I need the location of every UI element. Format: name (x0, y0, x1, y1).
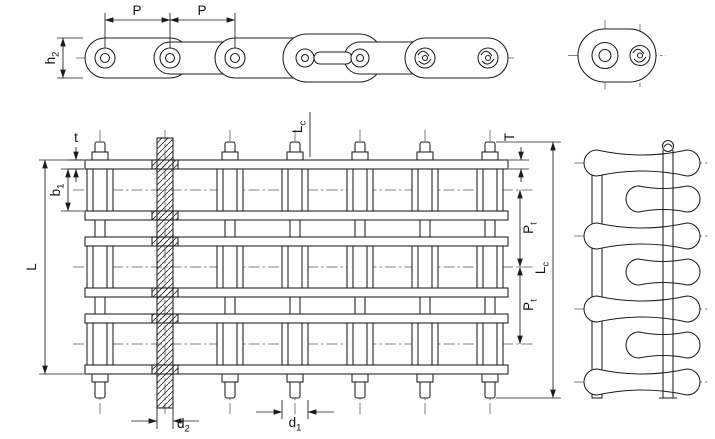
outer-plates (583, 149, 701, 396)
dim-label-d1: d1 (289, 415, 302, 434)
dim-label-Pt-upper: Pt (521, 222, 540, 234)
dim-label-Pt-lower: Pt (521, 299, 540, 311)
dim-label-d2: d2 (177, 416, 190, 435)
right-pin-column (659, 150, 677, 399)
cotter-pin-icon (477, 47, 499, 69)
cotter-pin-icon (661, 139, 675, 153)
dim-pitch: P P (104, 3, 236, 48)
dim-plate-thickness-T: T (502, 133, 529, 182)
dim-label-h2: h2 (43, 52, 62, 65)
dim-label-Lc-right: Lc (533, 262, 552, 275)
left-pin-column (591, 151, 603, 399)
dim-pin-diameter-d2: d2 (131, 408, 199, 435)
dim-label-T: T (502, 133, 517, 141)
cotter-pin-icon (414, 47, 436, 69)
dim-label-t: t (74, 130, 78, 145)
chain-side-view (574, 139, 708, 399)
dim-length-L: L (24, 159, 84, 375)
dim-label-L: L (24, 263, 39, 271)
dim-label-b1: b1 (48, 184, 67, 197)
dim-centerline-Lc-top: Lc (290, 112, 311, 157)
dim-length-Lc-right: Lc (496, 141, 561, 399)
dim-label-Lc-top: Lc (290, 121, 309, 134)
link-end-view (568, 20, 666, 91)
dim-transverse-pitch-Pt: Pt Pt (517, 189, 540, 345)
chain-top-view: P P h2 (43, 3, 514, 83)
dim-inner-width-b1: b1 (48, 168, 84, 212)
pin-holes (94, 47, 499, 69)
connecting-link-slot (313, 51, 353, 65)
cotter-pin-icon (629, 44, 651, 67)
dim-label-pitch-right: P (197, 3, 206, 18)
dim-roller-diameter-d1: d1 (256, 400, 334, 434)
chain-main-view: t b1 L Lc T Pt Pt (24, 112, 561, 435)
dim-plate-height-h2: h2 (43, 37, 83, 79)
dim-label-pitch-left: P (132, 3, 141, 18)
sectioned-connecting-pin (151, 137, 179, 409)
